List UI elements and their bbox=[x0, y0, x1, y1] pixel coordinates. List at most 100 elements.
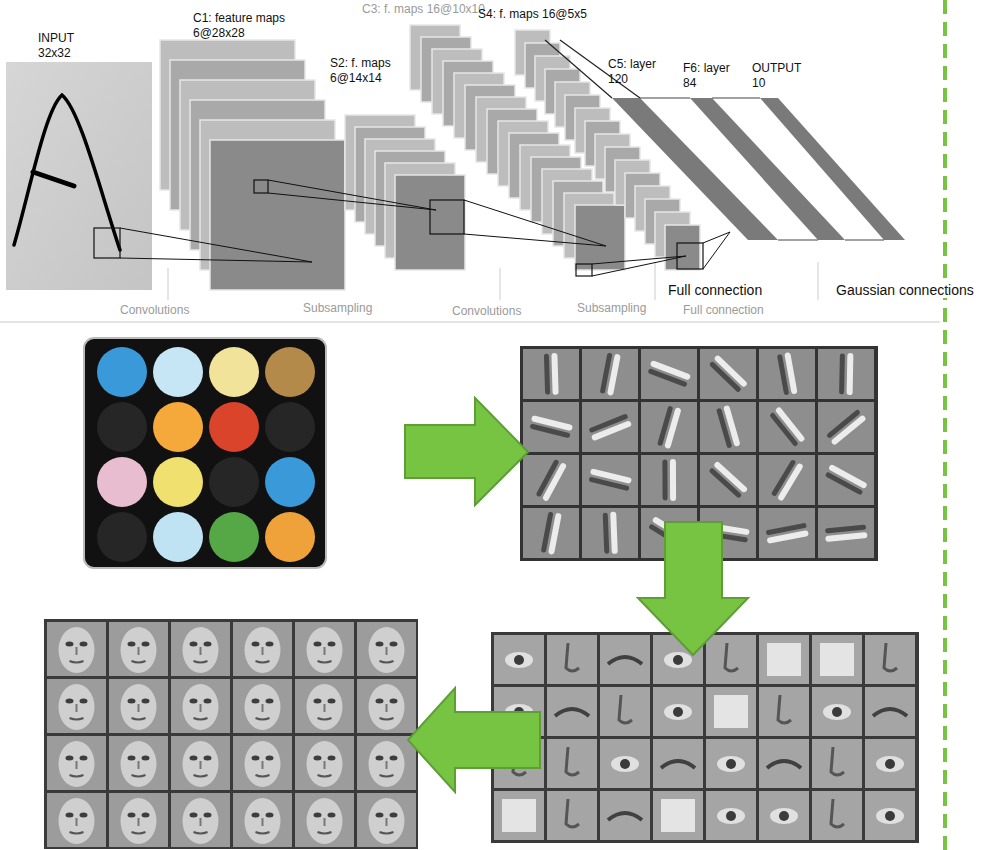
connection-line bbox=[712, 98, 760, 99]
face-nose bbox=[386, 704, 388, 712]
eye-part bbox=[664, 704, 692, 720]
filter-edge bbox=[770, 534, 805, 541]
face bbox=[369, 627, 405, 673]
filter-cell bbox=[523, 402, 579, 452]
face-mouth bbox=[318, 718, 332, 720]
face-eye bbox=[204, 756, 212, 761]
part-cell bbox=[653, 687, 703, 736]
face bbox=[369, 741, 405, 787]
face bbox=[369, 798, 405, 844]
part-cell bbox=[600, 635, 650, 684]
cheek-part bbox=[661, 799, 695, 832]
face-nose bbox=[76, 818, 78, 826]
face-eye bbox=[80, 642, 88, 647]
filter-edge bbox=[780, 357, 786, 392]
part-cell bbox=[547, 739, 597, 788]
face-cell bbox=[171, 622, 230, 676]
filter-edge bbox=[828, 535, 864, 538]
eye-part bbox=[673, 707, 683, 717]
filter-edge bbox=[613, 515, 614, 551]
face-cell bbox=[47, 622, 106, 676]
color-circle bbox=[97, 402, 147, 452]
face-mouth bbox=[256, 661, 270, 663]
filter-edge bbox=[533, 426, 568, 435]
field-line bbox=[592, 256, 686, 264]
field-line bbox=[464, 234, 606, 246]
field-line bbox=[120, 258, 312, 262]
filter-cell bbox=[582, 402, 638, 452]
feature-map bbox=[665, 225, 700, 270]
filter-edge bbox=[832, 468, 864, 485]
color-circle bbox=[153, 347, 203, 397]
part-cell bbox=[494, 635, 544, 684]
feature-map bbox=[210, 140, 345, 290]
face-nose bbox=[200, 647, 202, 655]
part-cell bbox=[653, 791, 703, 840]
face-mouth bbox=[380, 775, 394, 777]
eye-part bbox=[876, 756, 904, 772]
operation-name: Gaussian connections bbox=[834, 282, 976, 298]
filter-edge bbox=[712, 471, 739, 495]
filter-edge bbox=[592, 480, 627, 489]
nose-part bbox=[884, 643, 897, 671]
filter-edge bbox=[546, 356, 547, 392]
face-eye bbox=[376, 699, 384, 704]
face-eye bbox=[390, 642, 398, 647]
f6-band bbox=[690, 98, 845, 240]
nose-part bbox=[831, 747, 844, 775]
eye-part bbox=[673, 655, 683, 665]
filter-cell bbox=[818, 455, 874, 505]
face-eye bbox=[142, 642, 150, 647]
filter-edge bbox=[605, 515, 606, 551]
face-nose bbox=[262, 647, 264, 655]
face-eye bbox=[266, 642, 274, 647]
part-cell bbox=[494, 791, 544, 840]
field-line bbox=[268, 180, 436, 210]
face-eye bbox=[328, 813, 336, 818]
part-cell bbox=[706, 739, 756, 788]
face-eye bbox=[252, 642, 260, 647]
face-grid bbox=[44, 619, 418, 849]
face-eye bbox=[204, 813, 212, 818]
face-eye bbox=[66, 813, 74, 818]
filter-cell bbox=[759, 455, 815, 505]
face-cell bbox=[47, 793, 106, 847]
face-eye bbox=[142, 699, 150, 704]
face-mouth bbox=[132, 661, 146, 663]
green-arrow bbox=[408, 688, 540, 792]
face-cell bbox=[233, 793, 292, 847]
part-cell bbox=[812, 635, 862, 684]
filter-edge bbox=[712, 364, 738, 389]
face bbox=[245, 798, 281, 844]
face-cell bbox=[295, 736, 354, 790]
face-eye bbox=[190, 756, 198, 761]
face-cell bbox=[233, 736, 292, 790]
face-eye bbox=[314, 642, 322, 647]
face-cell bbox=[233, 679, 292, 733]
filter-cell bbox=[641, 349, 697, 399]
face-cell bbox=[233, 622, 292, 676]
layer-name: INPUT bbox=[38, 32, 74, 46]
face-eye bbox=[204, 699, 212, 704]
face-eye bbox=[328, 642, 336, 647]
operation-name: Convolutions bbox=[120, 304, 189, 318]
filter-cell bbox=[582, 349, 638, 399]
face-eye bbox=[252, 756, 260, 761]
field-line bbox=[464, 200, 606, 246]
face bbox=[245, 627, 281, 673]
feature-map-stacks bbox=[160, 25, 700, 290]
face-cell bbox=[357, 679, 416, 733]
face bbox=[245, 741, 281, 787]
operation-name: Full connection bbox=[683, 304, 764, 318]
brow-part bbox=[873, 709, 907, 716]
face-nose bbox=[76, 761, 78, 769]
face-cell bbox=[109, 679, 168, 733]
divider bbox=[655, 262, 656, 300]
face-mouth bbox=[132, 832, 146, 834]
filter-cell bbox=[759, 349, 815, 399]
brow-part bbox=[767, 761, 801, 768]
eye-part bbox=[611, 756, 639, 772]
face-cell bbox=[295, 679, 354, 733]
face-eye bbox=[314, 756, 322, 761]
